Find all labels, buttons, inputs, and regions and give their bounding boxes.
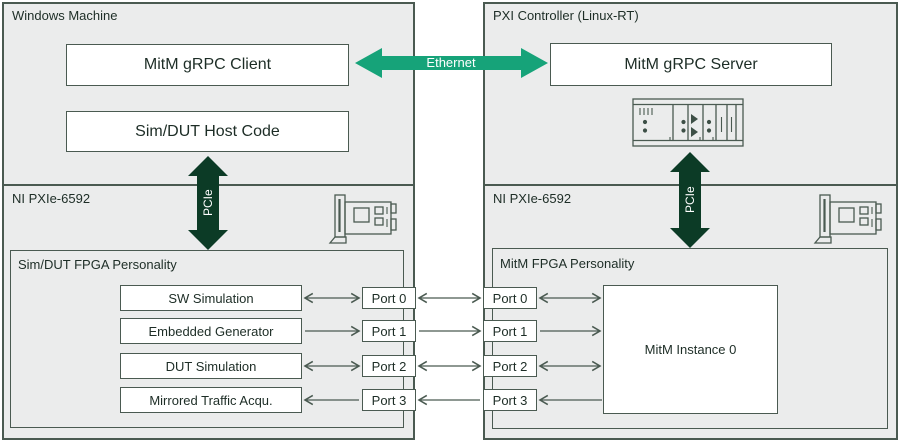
left-port-0: Port 0 (362, 287, 416, 309)
right-device-title: NI PXIe-6592 (493, 191, 572, 206)
ethernet-label: Ethernet (426, 55, 476, 70)
right-personality-title: MitM FPGA Personality (500, 256, 635, 271)
pcie-label-right: PCIe (683, 186, 697, 214)
left-port-1: Port 1 (362, 320, 416, 342)
left-port-2: Port 2 (362, 355, 416, 377)
right-port-1: Port 1 (483, 320, 537, 342)
pxi-controller-title: PXI Controller (Linux-RT) (493, 8, 639, 23)
pcie-label-left: PCIe (201, 189, 215, 217)
port-port-links (417, 292, 482, 406)
sim-dut-host-code-box: Sim/DUT Host Code (66, 111, 349, 152)
left-personality-title: Sim/DUT FPGA Personality (18, 257, 177, 272)
mitm-instance-box: MitM Instance 0 (603, 285, 778, 414)
module-sw-simulation: SW Simulation (120, 285, 302, 311)
module-dut-simulation: DUT Simulation (120, 353, 302, 379)
mitm-grpc-server-box: MitM gRPC Server (550, 43, 832, 86)
left-port-3: Port 3 (362, 389, 416, 411)
right-port-3: Port 3 (483, 389, 537, 411)
windows-machine-title: Windows Machine (12, 8, 118, 23)
mitm-grpc-client-box: MitM gRPC Client (66, 44, 349, 86)
left-device-title: NI PXIe-6592 (12, 191, 91, 206)
module-mirrored-traffic: Mirrored Traffic Acqu. (120, 387, 302, 413)
right-port-0: Port 0 (483, 287, 537, 309)
module-embedded-generator: Embedded Generator (120, 318, 302, 344)
right-port-2: Port 2 (483, 355, 537, 377)
